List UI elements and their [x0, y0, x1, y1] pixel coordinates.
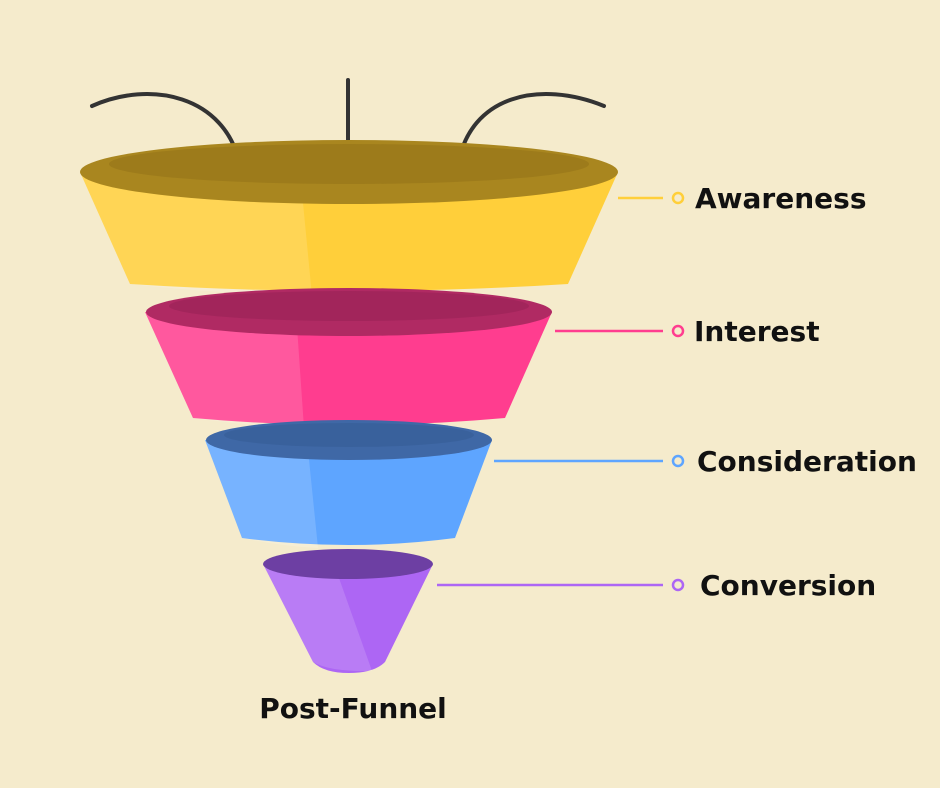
stage-label-awareness: Awareness [695, 182, 867, 215]
arrow-left-icon [90, 92, 252, 169]
stage-labels: Awareness Interest Consideration Convers… [694, 182, 917, 602]
stage-label-conversion: Conversion [700, 569, 876, 602]
funnel-stage-interest [145, 288, 552, 428]
funnel-segment-consideration-body [205, 440, 492, 545]
funnel-segment-awareness-top [80, 140, 618, 204]
funnel-stage-awareness [80, 140, 618, 296]
funnel-stage-consideration [205, 420, 492, 548]
funnel-segment-awareness-highlight [80, 172, 312, 296]
stage-connectors [437, 191, 685, 592]
post-funnel-label: Post-Funnel [259, 692, 447, 725]
connector-dot-awareness [671, 191, 685, 205]
funnel-segment-awareness-top-shade [109, 144, 589, 184]
funnel-segment-interest-top-shade [169, 291, 529, 321]
stage-label-interest: Interest [694, 315, 820, 348]
stage-label-consideration: Consideration [697, 445, 917, 478]
funnel-segment-awareness-body [80, 172, 618, 291]
arrow-right-icon [446, 92, 606, 169]
connector-dot-consideration [671, 454, 685, 468]
funnel-segment-consideration-highlight [205, 440, 318, 548]
connector-dot-conversion [671, 578, 685, 592]
funnel-segment-interest-top [146, 288, 552, 336]
connector-dot-interest [671, 324, 685, 338]
funnel-segment-conversion-top [263, 549, 433, 579]
funnel-segment-conversion-body [263, 564, 433, 673]
funnel-segment-conversion-highlight [263, 564, 372, 672]
funnel-stage-conversion [263, 549, 433, 673]
funnel-segment-consideration-top-shade [224, 423, 474, 447]
funnel-segment-consideration-top [206, 420, 492, 460]
funnel-segment-interest-highlight [145, 312, 304, 428]
funnel-segment-interest-body [145, 312, 552, 425]
